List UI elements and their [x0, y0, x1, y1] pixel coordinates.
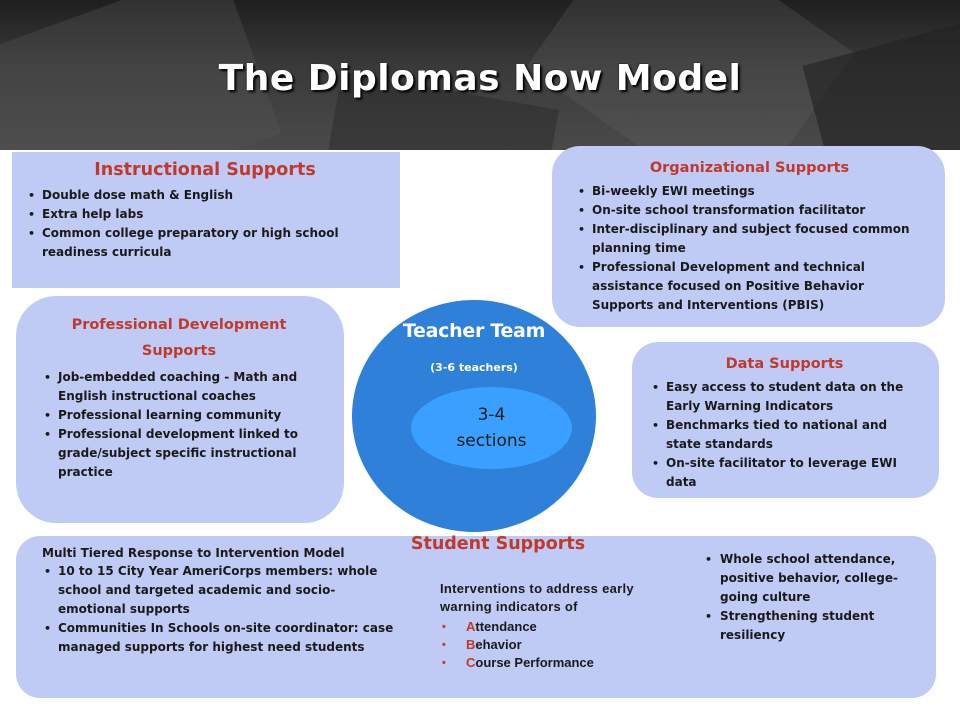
header-banner	[0, 0, 960, 150]
list-item: Attendance	[440, 618, 680, 636]
list-item: Extra help labs	[22, 205, 388, 224]
list-item: Common college preparatory or high schoo…	[22, 224, 388, 262]
professional-development-box: Professional Development Supports Job-em…	[16, 296, 344, 523]
page-title: The Diplomas Now Model	[218, 58, 742, 99]
list-item: Communities In Schools on-site coordinat…	[42, 619, 402, 657]
student-supports-box: Multi Tiered Response to Intervention Mo…	[16, 536, 936, 698]
data-supports-list: Easy access to student data on the Early…	[646, 378, 923, 492]
culture-column: Whole school attendance, positive behavi…	[700, 550, 920, 645]
list-item: Professional development linked to grade…	[38, 425, 320, 482]
teacher-team-subtitle: (3-6 teachers)	[430, 361, 518, 374]
list-item: Behavior	[440, 636, 680, 654]
instructional-supports-heading: Instructional Supports	[94, 160, 316, 180]
list-item: On-site school transformation facilitato…	[572, 201, 927, 220]
list-item: Strengthening student resiliency	[700, 607, 920, 645]
teacher-team-title: Teacher Team	[402, 320, 546, 342]
list-item: Inter-disciplinary and subject focused c…	[572, 220, 927, 258]
sections-count: 3-4	[477, 405, 506, 425]
professional-development-heading: Professional Development Supports	[71, 317, 287, 359]
list-item: Job-embedded coaching - Math and English…	[38, 368, 320, 406]
list-item: Professional learning community	[38, 406, 320, 425]
organizational-supports-box: Organizational Supports Bi-weekly EWI me…	[552, 146, 945, 327]
list-item: Benchmarks tied to national and state st…	[646, 416, 923, 454]
sections-ellipse: 3-4 sections	[411, 387, 572, 469]
list-item: Course Performance	[440, 654, 680, 672]
list-item: Easy access to student data on the Early…	[646, 378, 923, 416]
list-item: Whole school attendance, positive behavi…	[700, 550, 920, 607]
data-supports-box: Data Supports Easy access to student dat…	[632, 342, 939, 498]
list-item: Double dose math & English	[22, 186, 388, 205]
list-item: Professional Development and technical a…	[572, 258, 927, 315]
organizational-supports-heading: Organizational Supports	[649, 160, 850, 176]
rti-column: Multi Tiered Response to Intervention Mo…	[42, 546, 402, 657]
instructional-supports-list: Double dose math & English Extra help la…	[22, 186, 388, 262]
professional-development-list: Job-embedded coaching - Math and English…	[38, 368, 320, 482]
culture-list: Whole school attendance, positive behavi…	[700, 550, 920, 645]
rti-title: Multi Tiered Response to Intervention Mo…	[42, 546, 345, 560]
list-item: 10 to 15 City Year AmeriCorps members: w…	[42, 562, 402, 619]
list-item: Bi-weekly EWI meetings	[572, 182, 927, 201]
rti-list: 10 to 15 City Year AmeriCorps members: w…	[42, 562, 402, 657]
interventions-list: Attendance Behavior Course Performance	[440, 618, 680, 672]
organizational-supports-list: Bi-weekly EWI meetings On-site school tr…	[572, 182, 927, 315]
list-item: On-site facilitator to leverage EWI data	[646, 454, 923, 492]
interventions-column: Interventions to address early warning i…	[440, 580, 680, 672]
sections-label: sections	[456, 431, 527, 451]
interventions-title: Interventions to address early warning i…	[440, 581, 634, 614]
student-supports-heading: Student Supports	[410, 534, 586, 554]
instructional-supports-box: Instructional Supports Double dose math …	[12, 152, 400, 288]
data-supports-heading: Data Supports	[725, 356, 844, 372]
